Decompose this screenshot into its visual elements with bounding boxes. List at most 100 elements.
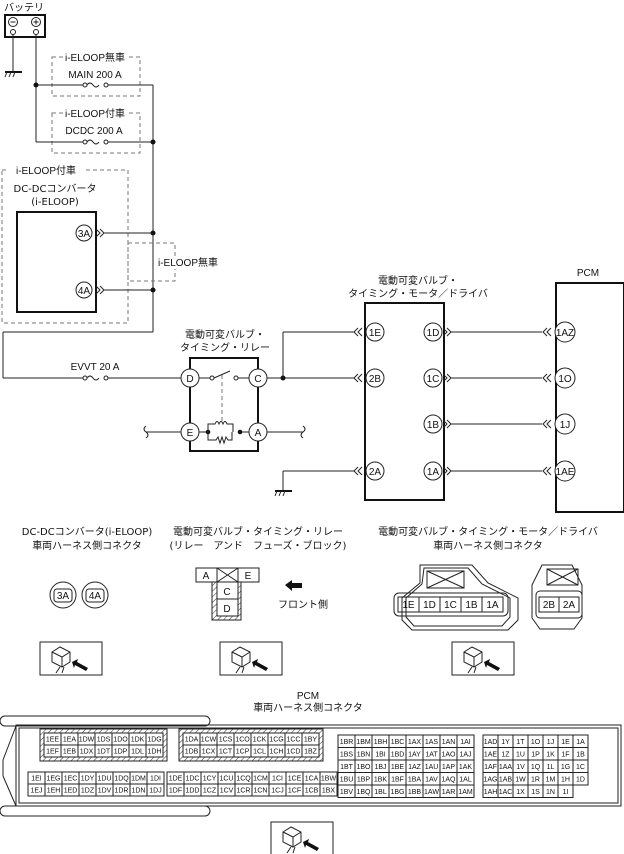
svg-text:1AE: 1AE — [556, 467, 575, 478]
svg-text:1A: 1A — [576, 739, 585, 746]
svg-text:1BF: 1BF — [391, 777, 404, 784]
svg-text:1BE: 1BE — [391, 764, 405, 771]
svg-text:1BI: 1BI — [375, 752, 386, 759]
driver-title: 電動可変バルブ・ — [378, 274, 458, 287]
pcm-title: PCM — [577, 268, 599, 279]
driver-pin-1d: 1D — [423, 322, 443, 342]
svg-text:1DX: 1DX — [80, 749, 94, 756]
battery-icon — [4, 14, 46, 38]
svg-text:1AZ: 1AZ — [556, 328, 574, 339]
svg-text:1AZ: 1AZ — [408, 764, 422, 771]
svg-text:1L: 1L — [547, 764, 555, 771]
svg-text:1AT: 1AT — [425, 752, 438, 759]
fuse-icon — [82, 82, 109, 88]
connector-view-icon — [270, 821, 334, 854]
svg-text:1EH: 1EH — [47, 788, 61, 795]
driver-pin-1c: 1C — [423, 368, 443, 388]
svg-text:1CP: 1CP — [236, 749, 250, 756]
svg-text:1DA: 1DA — [185, 737, 199, 744]
svg-text:1CZ: 1CZ — [203, 788, 217, 795]
main-fuse-group-label: i-ELOOP無車 — [65, 51, 125, 64]
svg-text:1BL: 1BL — [374, 789, 387, 796]
pcm-pin-1az: 1AZ — [554, 321, 576, 343]
svg-text:1BZ: 1BZ — [304, 749, 318, 756]
svg-text:1DS: 1DS — [97, 737, 111, 744]
connector-view-icon — [39, 641, 103, 676]
svg-text:1CV: 1CV — [220, 788, 234, 795]
svg-text:1E: 1E — [369, 328, 382, 339]
driver-pin-1b: 1B — [423, 414, 443, 434]
svg-text:2B: 2B — [543, 600, 556, 611]
svg-text:1BK: 1BK — [374, 777, 388, 784]
dcdc-converter-subtitle: (i-ELOOP) — [31, 197, 79, 208]
svg-text:1CT: 1CT — [219, 749, 233, 756]
svg-text:1DH: 1DH — [147, 749, 161, 756]
svg-text:1BJ: 1BJ — [374, 764, 386, 771]
svg-text:1DO: 1DO — [113, 737, 128, 744]
svg-text:1BS: 1BS — [340, 752, 354, 759]
svg-text:1J: 1J — [547, 739, 554, 746]
svg-text:1BR: 1BR — [340, 739, 354, 746]
pcm-connector-title: PCM — [297, 691, 319, 702]
svg-text:1K: 1K — [546, 752, 555, 759]
pcm-pin-1o: 1O — [554, 367, 576, 389]
svg-text:1CY: 1CY — [203, 776, 217, 783]
relay-switch-icon — [199, 370, 249, 423]
svg-text:1D: 1D — [423, 600, 436, 611]
bypass-label: i-ELOOP無車 — [158, 256, 218, 269]
svg-text:1CC: 1CC — [286, 737, 300, 744]
svg-text:1DK: 1DK — [131, 737, 145, 744]
dcdc-fuse-group-label: i-ELOOP付車 — [65, 107, 125, 120]
svg-text:1O: 1O — [531, 739, 541, 746]
svg-text:1CA: 1CA — [305, 776, 319, 783]
ground-icon — [274, 490, 292, 497]
battery-label: バッテリ — [4, 2, 44, 14]
svg-text:A: A — [203, 571, 210, 582]
svg-text:E: E — [245, 571, 252, 582]
svg-text:1N: 1N — [546, 789, 555, 796]
fuse-icon — [82, 375, 109, 381]
svg-text:1A: 1A — [427, 467, 440, 478]
svg-text:1EF: 1EF — [46, 749, 59, 756]
svg-text:1DI: 1DI — [150, 776, 161, 783]
svg-text:1AK: 1AK — [459, 764, 473, 771]
svg-text:1CL: 1CL — [253, 749, 266, 756]
pin-cell — [557, 784, 574, 798]
svg-text:1BA: 1BA — [408, 777, 422, 784]
driver-subtitle: タイミング・モータ／ドライバ — [348, 287, 488, 300]
svg-text:C: C — [223, 587, 230, 598]
dcdc-converter-box — [16, 211, 97, 313]
svg-text:1DZ: 1DZ — [81, 788, 95, 795]
svg-text:1BU: 1BU — [340, 777, 354, 784]
svg-text:1BC: 1BC — [391, 739, 405, 746]
svg-text:1DT: 1DT — [97, 749, 111, 756]
svg-text:1DG: 1DG — [147, 737, 161, 744]
svg-text:1DW: 1DW — [79, 737, 95, 744]
connector-view-icon — [451, 641, 515, 676]
svg-text:1AM: 1AM — [458, 789, 473, 796]
svg-text:1DP: 1DP — [114, 749, 128, 756]
svg-text:1AF: 1AF — [484, 764, 497, 771]
connector-cell — [481, 596, 504, 613]
pcm-pin-1j: 1J — [554, 413, 576, 435]
svg-text:1DV: 1DV — [98, 788, 112, 795]
svg-text:1BO: 1BO — [356, 764, 371, 771]
dcdc-fuse-label: DCDC 200 A — [65, 126, 123, 137]
connector-cell — [558, 596, 580, 613]
svg-text:1S: 1S — [531, 789, 540, 796]
pin-3a — [75, 224, 93, 242]
pin-cell — [146, 783, 165, 797]
front-side-label: フロント側 — [278, 598, 328, 611]
svg-text:3A: 3A — [78, 229, 91, 240]
relay-box — [189, 357, 259, 452]
driver-pin-2b: 2B — [365, 368, 385, 388]
svg-text:1AR: 1AR — [442, 789, 456, 796]
svg-text:1AP: 1AP — [442, 764, 456, 771]
